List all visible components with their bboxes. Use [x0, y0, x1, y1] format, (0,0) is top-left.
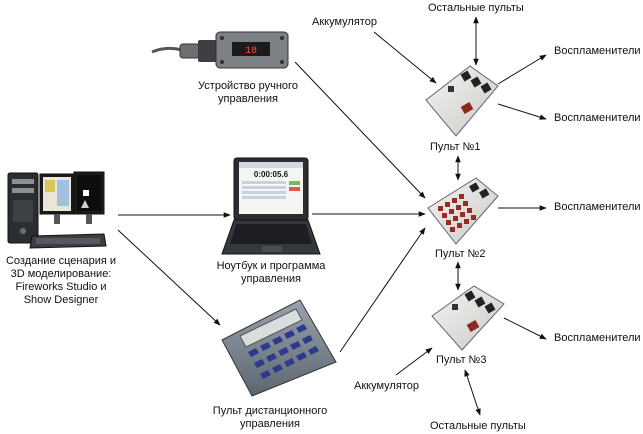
accumulator-bottom-label: Аккумулятор — [354, 380, 419, 392]
igniters-1a-label: Воспламенители — [554, 45, 641, 57]
pc-workstation-image — [7, 171, 107, 249]
edge-manual-pult2 — [294, 61, 426, 199]
others-top-label: Остальные пульты — [428, 2, 524, 14]
pult2-image — [427, 177, 499, 245]
pult3-label: Пульт №3 — [436, 354, 487, 366]
laptop-screen-timer: 0:00:05.6 — [254, 170, 289, 179]
edges — [117, 16, 547, 416]
edge-pult3-ign3 — [503, 317, 547, 340]
accumulator-top-label: Аккумулятор — [312, 16, 377, 28]
edge-remote-pult2 — [339, 227, 426, 353]
pc-label: Создание сценария и 3D моделирование: Fi… — [5, 255, 117, 306]
edge-pult1-ign1b — [497, 103, 547, 120]
edge-acc-pult1 — [373, 31, 437, 84]
igniters-3-label: Воспламенители — [554, 332, 641, 344]
remote-control-image — [221, 299, 337, 397]
pult3-image — [431, 285, 505, 351]
remote-control-label: Пульт дистанционного управления — [212, 405, 328, 430]
igniters-1b-label: Воспламенители — [554, 112, 641, 124]
pult1-image — [425, 65, 499, 137]
igniters-2-label: Воспламенители — [554, 201, 641, 213]
laptop-image: 0:00:05.6 — [221, 157, 321, 255]
manual-device-display: 18 — [245, 46, 257, 57]
laptop-label: Ноутбук и программа управления — [216, 260, 326, 285]
edge-pc-remote — [117, 229, 221, 326]
manual-device-image: 18 — [151, 31, 289, 69]
pult2-label: Пульт №2 — [435, 248, 486, 260]
edge-pult1-ign1a — [497, 54, 547, 85]
edge-acc-pult3 — [395, 347, 433, 376]
pult1-label: Пульт №1 — [430, 141, 481, 153]
others-bottom-label: Остальные пульты — [430, 420, 526, 432]
edge-pult3-others — [464, 369, 481, 416]
manual-device-label: Устройство ручного управления — [198, 80, 298, 105]
